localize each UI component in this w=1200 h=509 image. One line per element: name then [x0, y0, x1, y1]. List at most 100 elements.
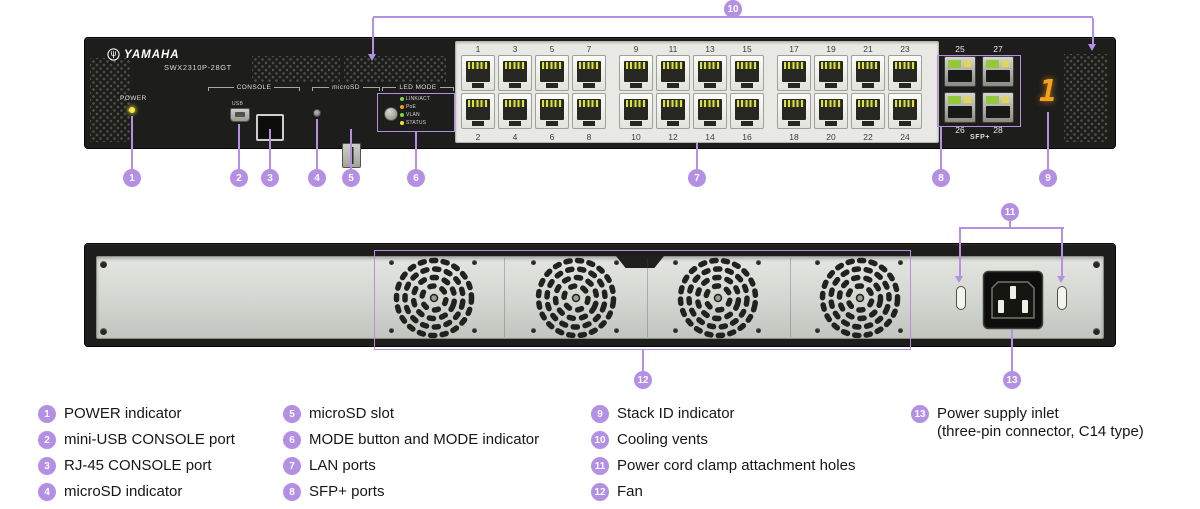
legend-number-badge: 1: [38, 405, 56, 423]
screw: [531, 328, 536, 333]
port-number: 10: [631, 132, 641, 142]
lan-port: [656, 55, 690, 91]
sfp-port-27: [982, 56, 1014, 87]
callout-13: 13: [1003, 371, 1021, 389]
lan-port: [461, 93, 495, 129]
lan-port-tab: [546, 83, 558, 88]
legend-label: MODE button and MODE indicator: [309, 431, 540, 448]
cooling-vents-left: [90, 58, 130, 142]
lan-port-contacts: [700, 100, 720, 107]
lan-port: [693, 55, 727, 91]
legend-number-badge: 2: [38, 431, 56, 449]
console-label: CONSOLE: [236, 84, 272, 91]
lan-port-contacts: [821, 100, 841, 107]
cooling-vents-mid-2: [344, 56, 446, 82]
callout-10-right-arrow: [1088, 44, 1096, 51]
lan-port: [656, 93, 690, 129]
cooling-vents-right: [1064, 54, 1108, 142]
mode-button: [384, 107, 398, 121]
panel-seam: [504, 258, 505, 337]
mode-led: LINK/ACT: [400, 95, 456, 103]
callout-box-6: [377, 93, 455, 132]
lan-port-opening: [735, 61, 759, 82]
legend-label: Stack ID indicator: [617, 405, 735, 422]
lan-port-row: [777, 55, 922, 91]
legend-number-badge: 5: [283, 405, 301, 423]
legend-text: Power supply inlet(three-pin connector, …: [937, 405, 1144, 440]
callout-12: 12: [634, 371, 652, 389]
fan-3: [673, 253, 763, 343]
sfp-port-number-27: 27: [993, 44, 1003, 54]
lan-port-tab: [667, 83, 679, 88]
lan-port: [461, 55, 495, 91]
legend-label: microSD slot: [309, 405, 395, 422]
lan-port-opening: [782, 61, 806, 82]
legend-item: 9 Stack ID indicator: [591, 405, 855, 423]
led-mode-bracket: LED MODE: [382, 84, 454, 92]
port-number: 12: [668, 132, 678, 142]
lan-port-tab: [472, 121, 484, 126]
screw: [100, 328, 107, 335]
lan-port: [730, 93, 764, 129]
sfp-port-number-25: 25: [955, 44, 965, 54]
lan-port-tab: [667, 121, 679, 126]
lan-port-contacts: [579, 100, 599, 107]
sfp-port-number-28: 28: [993, 125, 1003, 135]
port-number: 4: [512, 132, 518, 142]
lan-port-contacts: [663, 62, 683, 69]
lan-port-tab: [825, 121, 837, 126]
lan-port-tab: [862, 83, 874, 88]
lan-port-opening: [540, 61, 564, 82]
lan-port-opening: [503, 61, 527, 82]
callout-1: 1: [123, 169, 141, 187]
lan-port-row: [777, 93, 922, 129]
power-indicator-led: [129, 107, 135, 113]
port-number: 20: [826, 132, 836, 142]
panel-seam: [790, 258, 791, 337]
lan-port-tab: [509, 83, 521, 88]
lan-port: [851, 55, 885, 91]
lan-port-contacts: [468, 62, 488, 69]
legend-label: microSD indicator: [64, 483, 183, 500]
screw: [673, 260, 678, 265]
callout-line-2: [238, 124, 240, 169]
status-led-dot: [400, 121, 404, 125]
lan-port-contacts: [737, 62, 757, 69]
lan-port-contacts: [737, 100, 757, 107]
callout-line-3: [269, 129, 271, 169]
lan-port-opening: [819, 99, 843, 120]
lan-port-opening: [661, 99, 685, 120]
screw: [472, 260, 477, 265]
port-number: 13: [705, 44, 715, 54]
mode-led: STATUS: [400, 119, 456, 127]
sfp-sticker: [986, 96, 999, 104]
lan-port-opening: [540, 99, 564, 120]
legend-text: Power cord clamp attachment holes: [617, 457, 855, 474]
sfp-slot-opening: [986, 70, 1010, 82]
screw: [815, 260, 820, 265]
screw: [389, 260, 394, 265]
lan-port-tab: [509, 121, 521, 126]
legend-number-badge: 9: [591, 405, 609, 423]
callout-line-12: [642, 350, 644, 371]
legend-label: Power cord clamp attachment holes: [617, 457, 856, 474]
callout-line-10-right-drop: [1092, 18, 1094, 44]
sfp-sticker: [948, 96, 961, 104]
legend-text: Cooling vents: [617, 431, 708, 448]
callout-5: 5: [342, 169, 360, 187]
power-label: POWER: [120, 95, 147, 102]
lan-port-tab: [704, 83, 716, 88]
lan-port-contacts: [700, 62, 720, 69]
screw: [1093, 328, 1100, 335]
legend-label: Fan: [617, 483, 643, 500]
sfp-sticker: [1002, 97, 1009, 103]
legend-number-badge: 7: [283, 457, 301, 475]
lan-port-tab: [825, 83, 837, 88]
